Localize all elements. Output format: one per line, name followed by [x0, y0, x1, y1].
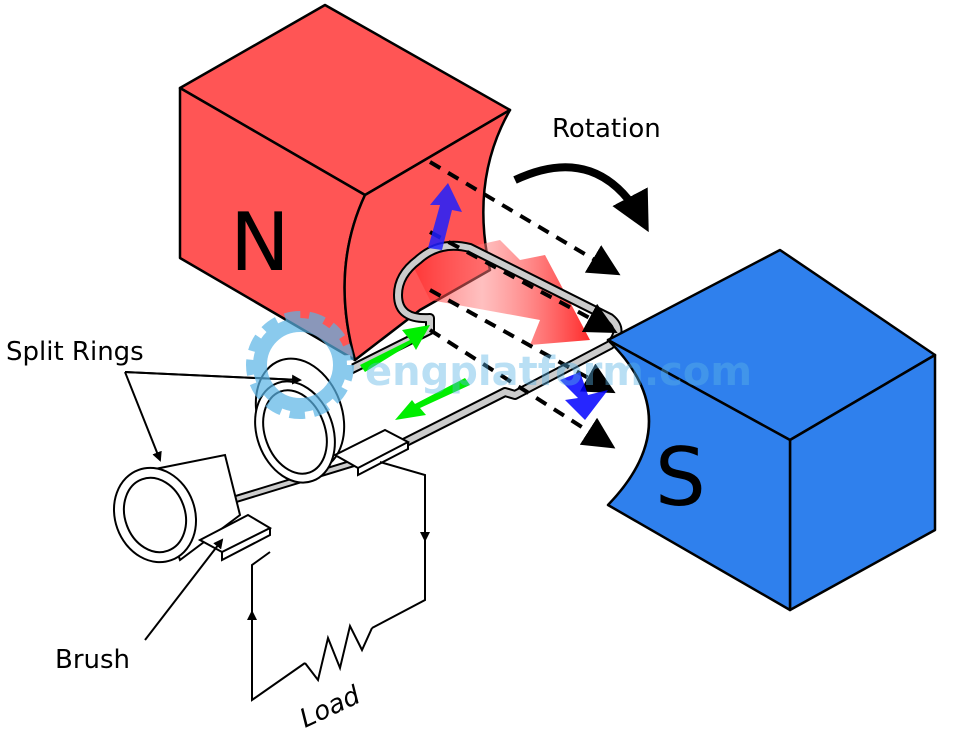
south-pole-label: S — [655, 431, 706, 524]
north-pole-label: N — [230, 196, 290, 289]
magnetic-field-arrow — [410, 240, 590, 345]
brush-pointer — [144, 538, 224, 641]
current-direction-arrow-down — [560, 372, 608, 420]
load-label: Load — [295, 680, 365, 734]
split-ring-near — [112, 453, 242, 564]
north-magnet: N — [178, 3, 512, 362]
current-direction-arrow-up — [428, 183, 462, 250]
watermark: engplatform.com — [246, 311, 752, 419]
south-magnet: S — [606, 248, 937, 612]
force-arrow-up — [360, 325, 430, 372]
split-rings-label: Split Rings — [6, 337, 144, 367]
rotation-arrow — [513, 163, 649, 233]
brush-label: Brush — [55, 645, 130, 675]
force-arrow-down — [395, 378, 470, 420]
watermark-text: engplatform.com — [365, 349, 752, 395]
rotation-label: Rotation — [552, 114, 661, 144]
load-resistor-icon — [304, 623, 373, 683]
